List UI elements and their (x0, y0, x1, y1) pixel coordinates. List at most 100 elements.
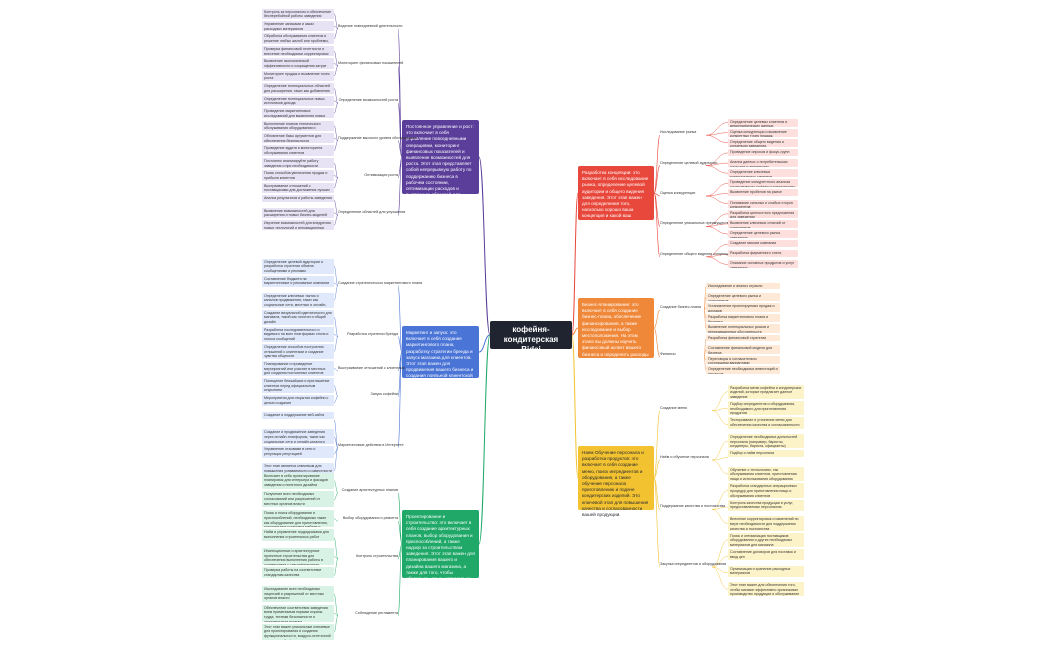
leaf-item[interactable]: Создание и продвижение заведения через о… (262, 429, 334, 445)
leaf-item[interactable]: Планирование и проведение мероприятий ил… (262, 360, 334, 377)
leaf-item[interactable]: Разработка маркетингового плана и бюджет… (706, 313, 780, 323)
leaf-item[interactable]: Разработка меню кофейни и кондитерских и… (728, 384, 804, 399)
leaf-item[interactable]: Определение целевой аудитории и разработ… (262, 258, 334, 274)
leaf-item[interactable]: Проведение аудита и мониторинга обслужив… (262, 145, 334, 156)
branch-staff-products[interactable]: Наем Обучение персонала и разработка про… (578, 446, 654, 517)
leaf-item[interactable]: Определение целевых клиентов и демографи… (728, 118, 798, 127)
leaf-item[interactable]: Посещение ближайших и приглашение клиент… (262, 378, 334, 394)
group-label[interactable]: Создание стратегического маркетингового … (338, 280, 423, 285)
root-node[interactable]: кофейня-кондитерская Bidai (490, 321, 572, 354)
leaf-item[interactable]: Выявление экономической эффективности и … (262, 58, 334, 69)
leaf-item[interactable]: Разработка финансовой стратегии (706, 334, 780, 342)
leaf-item[interactable]: Определение ключевых потенциальных клиен… (728, 169, 798, 178)
group-label[interactable]: Поддержание качества и постоянства (660, 504, 726, 509)
leaf-item[interactable]: Выявление возможностей для расширения и … (262, 207, 334, 219)
group-label[interactable]: Разработка стратегии бренда (347, 331, 398, 336)
group-label[interactable]: Маркетинговые действия в Интернете (338, 442, 404, 447)
leaf-item[interactable]: Создание и поддержание веб-сайта (262, 412, 334, 419)
leaf-item[interactable]: Контроль за персоналом и обеспечение бес… (262, 8, 334, 19)
group-label[interactable]: Ведение повседневной деятельности (338, 23, 403, 28)
leaf-item[interactable]: Обучение о технологиях, так обслуживания… (728, 466, 804, 482)
leaf-item[interactable]: Проведение конкурентного анализа существ… (728, 179, 798, 188)
group-label[interactable]: Соблюдение регламента (355, 610, 398, 615)
group-label[interactable]: Контроль строительства (356, 554, 398, 558)
leaf-item[interactable]: Организация и хранение расходных материа… (728, 565, 804, 577)
leaf-item[interactable]: Тестирование и уточнение меню для обеспе… (728, 417, 804, 429)
leaf-item[interactable]: Изучение возможностей для внедрения новы… (262, 220, 334, 231)
leaf-item[interactable]: Этот этап важен уникальные ключевые для … (262, 623, 334, 641)
leaf-item[interactable]: Анализ данных о потребительских расходах… (728, 159, 798, 168)
leaf-item[interactable]: Составление финансовой модели для бизнес… (706, 345, 780, 354)
leaf-item[interactable]: Разработка последовательного и видимого … (262, 326, 334, 342)
leaf-item[interactable]: Понимание сильных и слабых сторон конкур… (728, 199, 798, 208)
leaf-item[interactable]: Выявление потенциальных рисков и непредв… (706, 324, 780, 333)
leaf-item[interactable]: Установление проектируемых продаж и дохо… (706, 303, 780, 312)
leaf-item[interactable]: Составление бюджета на маркетинговые и р… (262, 275, 334, 287)
group-label[interactable]: Создание меню (660, 405, 688, 410)
branch-management-growth[interactable]: Постоянное управление и рост: это включа… (402, 120, 479, 203)
leaf-item[interactable]: Определение ключевых тактик и каналов пр… (262, 292, 334, 308)
leaf-item[interactable]: Анализ результатов и работы заведения (262, 195, 334, 202)
leaf-item[interactable]: Обеспечение соответствия заведения всем … (262, 604, 334, 622)
group-label[interactable]: Оценка конкуренции (660, 191, 696, 195)
group-label[interactable]: Финансы (660, 352, 676, 357)
leaf-item[interactable]: Получение всех необходимых согласований … (262, 491, 334, 508)
branch-design-construction[interactable]: Проектирование и строительство: это вклю… (402, 510, 479, 593)
leaf-item[interactable]: Этот этап важен для обеспечения того, чт… (728, 582, 804, 597)
leaf-item[interactable]: Мониторинг продаж и выявление точек рост… (262, 70, 334, 82)
leaf-item[interactable]: Инспекционные и архитектурные проектные … (262, 548, 334, 565)
group-label[interactable]: Исследование рынка (660, 130, 697, 135)
branch-business-planning[interactable]: Бизнес-планирование: это включает в себя… (578, 298, 654, 363)
leaf-item[interactable]: Мероприятия для открытия кофейни с целью… (262, 395, 334, 407)
group-label[interactable]: Определение целевой аудитории (660, 160, 718, 165)
group-label[interactable]: Оптимизация роста (364, 173, 398, 177)
leaf-item[interactable]: Определение целевого рынка и конкурентов (706, 292, 780, 302)
leaf-item[interactable]: Исследование и анализ отрасли (706, 282, 780, 290)
leaf-item[interactable]: Определение потенциальных областей для р… (262, 83, 334, 94)
group-label[interactable]: Создание бизнес-плана (660, 305, 701, 310)
leaf-item[interactable]: Описание основных продуктов и услуг заве… (728, 260, 798, 269)
leaf-item[interactable]: Выстраивание отношений с поставщиками дл… (262, 182, 334, 194)
leaf-item[interactable]: Управление запасами и заказ расходных ма… (262, 20, 334, 32)
leaf-item[interactable]: Определение необходимых должностей персо… (728, 433, 804, 449)
leaf-item[interactable]: Разработка ценностного предложения для з… (728, 209, 798, 218)
leaf-item[interactable]: Включает в себя проектирование планирово… (262, 472, 334, 490)
leaf-item[interactable]: Подбор и найм персонала (728, 450, 804, 458)
leaf-item[interactable]: Определение потенциальных новых источник… (262, 95, 334, 107)
group-label[interactable]: Выстраивание отношений с клиентами (338, 366, 405, 370)
leaf-item[interactable]: Поиск способов увеличения продаж и прибы… (262, 170, 334, 181)
group-label[interactable]: Выбор оборудования и ремонта (342, 516, 398, 521)
leaf-item[interactable]: Проведение маркетинговых исследований дл… (262, 108, 334, 119)
group-label[interactable]: Поддержание высокого уровня обслуживания (338, 135, 417, 140)
leaf-item[interactable]: Поиск и поиск оборудования и приспособле… (262, 510, 334, 528)
leaf-item[interactable]: Создание миссии компании (728, 240, 798, 247)
group-label[interactable]: Закупка ингредиентов и оборудования (660, 562, 727, 567)
group-label[interactable]: Определение областей для улучшения (338, 210, 406, 215)
branch-marketing-launch[interactable]: Маркетинг и запуск: это включает в себя … (402, 326, 479, 385)
group-label[interactable]: Наём и обучение персонала (660, 455, 709, 460)
leaf-item[interactable]: Определение общего видения и концепции з… (728, 138, 798, 147)
leaf-item[interactable]: Контроль качества продукции и услуг, пре… (728, 499, 804, 512)
leaf-item[interactable]: Определение целевого рынка заведения (728, 229, 798, 239)
leaf-item[interactable]: Управление отзывами в сети и репутация р… (262, 446, 334, 458)
leaf-item[interactable]: Поиск и оптимизация поставщиков оборудов… (728, 532, 804, 548)
leaf-item[interactable]: Постоянно анализируйте работу заведения … (262, 157, 334, 169)
leaf-item[interactable]: Создание визуальной идентичности для маг… (262, 309, 334, 325)
group-label[interactable]: Определение общего видения концепции (660, 251, 732, 256)
leaf-item[interactable]: Обработка обслуживания клиентов и решени… (262, 33, 334, 44)
leaf-item[interactable]: Составление договоров для поставок и вво… (728, 549, 804, 561)
group-label[interactable]: Запуск кофейни (370, 391, 398, 396)
leaf-item[interactable]: Проверка работы на соответствие стандарт… (262, 566, 334, 579)
leaf-item[interactable]: Проведение опросов и фокус-групп (728, 148, 798, 156)
leaf-item[interactable]: Определение необходимых инвестиций и рес… (706, 366, 780, 375)
leaf-item[interactable]: Выполнение планов технического обслужива… (262, 120, 334, 131)
leaf-item[interactable]: Переговоры и согласительно состоящими ва… (706, 355, 780, 365)
leaf-item[interactable]: Подбор ингредиентов и оборудования, необ… (728, 400, 804, 416)
group-label[interactable]: Определение уникальных преимуществ (660, 221, 729, 226)
group-label[interactable]: Мониторинг финансовых показателей (338, 61, 404, 65)
leaf-item[interactable]: Выявление ключевых отличий от конкуренто… (728, 219, 798, 228)
branch-concept[interactable]: Разработка концепции: это включает в себ… (578, 166, 654, 225)
leaf-item[interactable]: Выявление пробелов на рынке (728, 189, 798, 197)
leaf-item[interactable]: Проверка финансовой отчетности и внесени… (262, 45, 334, 57)
group-label[interactable]: Создание архитектурных планов (341, 487, 398, 492)
